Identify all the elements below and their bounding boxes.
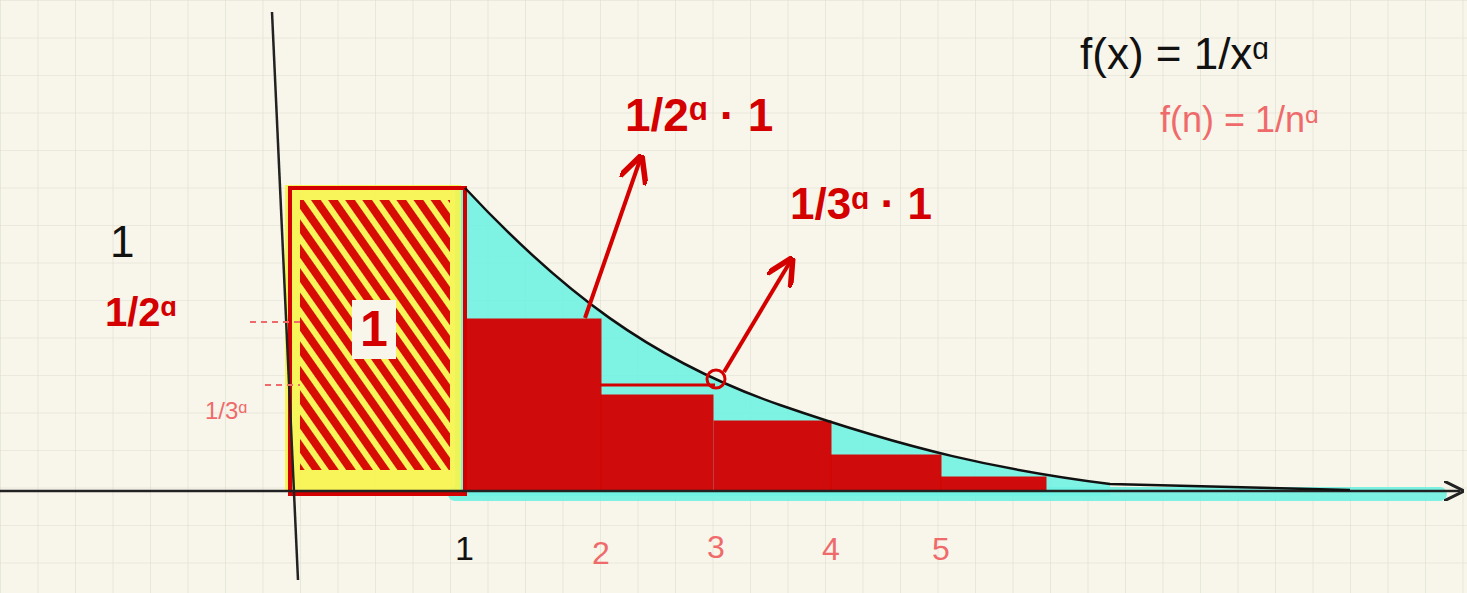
riemann-rectangles [466,320,1045,490]
tick-label: 1 [455,530,474,567]
rectangle-area: 1/3ᵅ · 1 [790,180,932,228]
point-marker [707,370,725,388]
tick-label: 5 [932,532,950,567]
axis-value: 1/2ᵅ [105,290,176,334]
axis-value: 1 [110,218,134,266]
tick-label: 3 [707,530,725,565]
tick-label: 4 [822,532,840,567]
first-rectangle-outline [290,188,465,494]
area-under-curve [455,188,1110,496]
height-guide [250,321,300,323]
area-value: 1 [352,300,396,359]
x-axis [0,490,1460,493]
curve [465,188,1350,490]
leader-arrow [724,262,790,372]
function-formula: f(x) = 1/xᵅ [1080,30,1269,78]
first-rectangle-fill [285,185,461,490]
tick-label: 2 [592,536,610,571]
first-rectangle-hatch [300,200,450,470]
y-axis [272,12,298,580]
height-guide [265,384,300,386]
sequence-formula: f(n) = 1/nᵅ [1160,100,1319,140]
rectangle-area: 1/2ᵅ · 1 [625,90,773,141]
leader-arrow [585,160,640,318]
axis-value: 1/3ᵅ [205,398,247,424]
